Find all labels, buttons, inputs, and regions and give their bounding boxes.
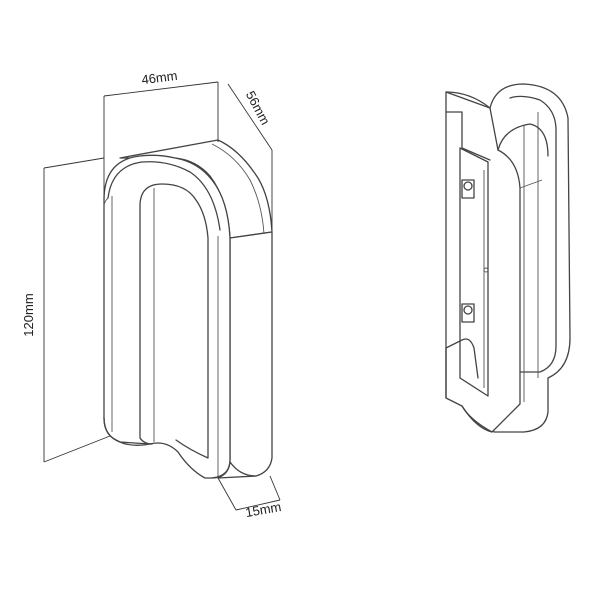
depth-label: 56mm — [243, 88, 273, 127]
thickness-label: 15mm — [244, 499, 282, 520]
width-label: 46mm — [141, 68, 179, 87]
rear-channel-top — [497, 123, 549, 157]
rear-plate-face — [459, 147, 489, 397]
bracket-top-plate-edge — [211, 143, 265, 235]
mount-tab-lower — [461, 303, 475, 323]
rear-bottom-flange — [445, 338, 493, 433]
bracket-rear-view — [445, 83, 571, 433]
rear-top-flange — [445, 91, 491, 161]
rear-body-edge — [519, 179, 543, 189]
dimension-thickness: 15mm — [217, 475, 282, 520]
rear-channel-ridge — [509, 95, 557, 373]
bracket-inner-channel — [139, 183, 209, 459]
mount-tab-upper — [461, 179, 475, 199]
height-label: 120mm — [21, 293, 36, 336]
bracket-foot — [103, 417, 151, 445]
bracket-cap-line — [103, 197, 109, 207]
bracket-front-view — [103, 139, 273, 479]
bracket-cap-ridge — [107, 161, 221, 231]
mount-hole-upper — [463, 181, 473, 191]
mount-hole-lower — [463, 305, 473, 315]
dimension-width: 46mm — [103, 68, 219, 200]
bracket-foot-right — [211, 461, 257, 479]
bracket-front-body — [103, 154, 231, 479]
dimension-height: 120mm — [21, 157, 111, 463]
